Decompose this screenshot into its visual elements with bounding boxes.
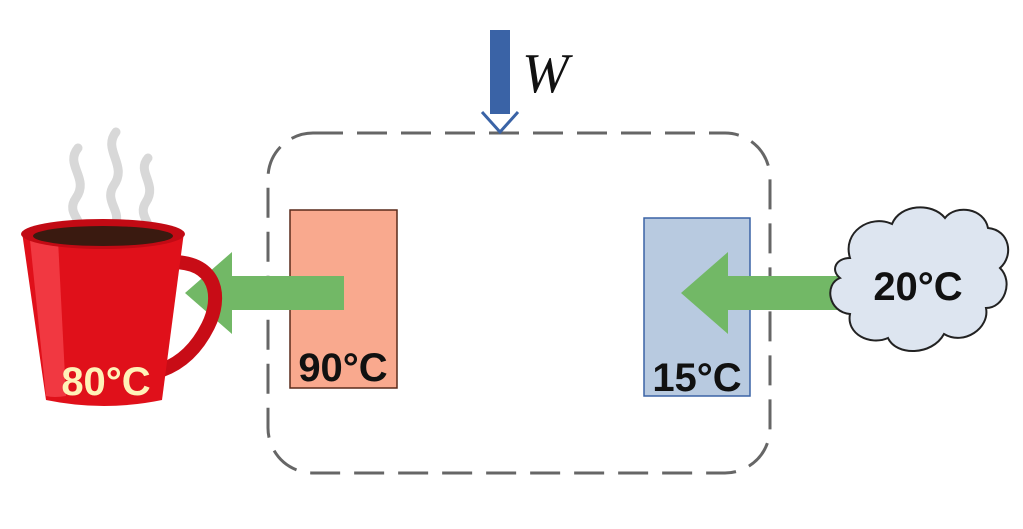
work-arrow-head <box>480 110 520 135</box>
steam-icon <box>68 127 155 233</box>
heat-in-arrow <box>681 252 840 334</box>
hot-reservoir-temperature: 90°C <box>298 346 387 390</box>
coffee-surface <box>33 226 173 246</box>
cloud-icon <box>829 206 1009 352</box>
mug-handle <box>155 255 222 377</box>
mug-shade <box>30 240 66 397</box>
heat-out-arrow <box>185 252 344 334</box>
cold-reservoir-temperature: 15°C <box>652 356 741 400</box>
work-input-arrow <box>480 30 520 135</box>
cloud-temperature: 20°C <box>873 265 962 309</box>
work-label: W <box>522 43 573 105</box>
mug-temperature: 80°C <box>61 360 150 404</box>
coffee-mug-icon <box>21 127 222 406</box>
work-arrow-shaft <box>490 30 510 114</box>
